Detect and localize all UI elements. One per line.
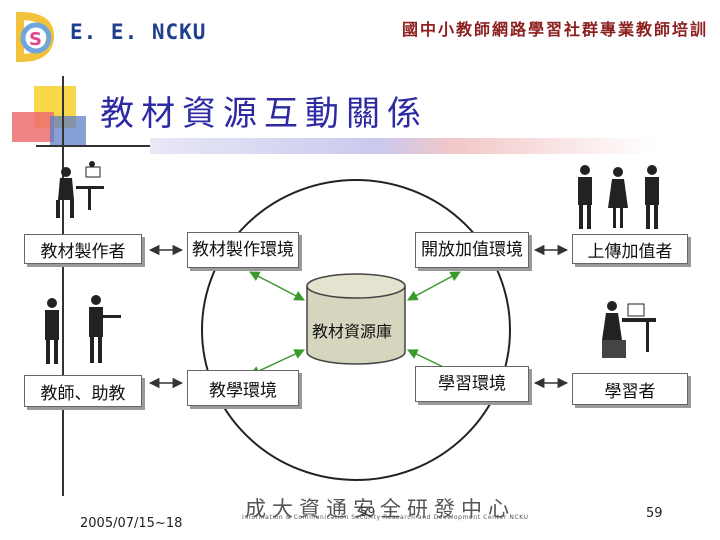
env-creation-label: 教材製作環境 [192, 240, 294, 260]
environment-circle [201, 179, 511, 481]
teacher-people-icon [45, 295, 121, 364]
role-uploader-box: 上傳加值者 [572, 234, 688, 264]
logo-icon: S [16, 11, 55, 62]
header-title: 國中小教師網路學習社群專業教師培訓 [401, 20, 708, 39]
uploader-people-icon [578, 165, 659, 229]
deco-blue-block [50, 116, 86, 146]
footer-center-number: 59 [360, 505, 376, 519]
svg-text:S: S [29, 29, 42, 50]
footer-org-name: 成大資通安全研發中心 [245, 497, 515, 521]
env-learning-box: 學習環境 [415, 366, 529, 402]
role-learner-label: 學習者 [604, 381, 656, 402]
deco-pink-block [12, 112, 54, 142]
role-learner-box: 學習者 [572, 373, 688, 405]
role-uploader-label: 上傳加值者 [587, 241, 673, 262]
deco-gradient-bar [150, 138, 655, 154]
footer-date: 2005/07/15~18 [80, 516, 183, 531]
logo-text: E. E. NCKU [70, 20, 207, 44]
creator-people-icon [56, 161, 104, 218]
deco-vertical-line [62, 76, 64, 496]
repository-cylinder-icon [306, 273, 406, 365]
env-creation-box: 教材製作環境 [187, 232, 299, 268]
arrow-valueadded-repository [407, 271, 461, 301]
role-creator-box: 教材製作者 [24, 234, 142, 264]
repository-label: 教材資源庫 [312, 322, 393, 341]
env-value-added-box: 開放加值環境 [415, 232, 529, 268]
env-teaching-box: 教學環境 [187, 370, 299, 406]
slide-title: 教材資源互動關係 [100, 94, 428, 134]
env-learning-label: 學習環境 [438, 374, 506, 394]
env-value-added-label: 開放加值環境 [421, 240, 523, 260]
role-teacher-box: 教師、助教 [24, 375, 142, 407]
env-teaching-label: 教學環境 [209, 380, 277, 401]
role-teacher-label: 教師、助教 [40, 383, 126, 404]
footer-page-number: 59 [646, 506, 663, 521]
role-creator-label: 教材製作者 [40, 241, 126, 262]
footer-org-name-en: Information & Communication Security Res… [242, 514, 529, 521]
arrow-creation-repository [249, 271, 305, 301]
learner-people-icon [602, 301, 656, 358]
